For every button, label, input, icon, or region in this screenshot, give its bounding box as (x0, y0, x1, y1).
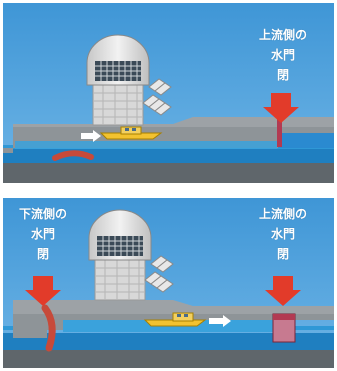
ground-base (3, 163, 334, 183)
panel-1-illustration (3, 3, 334, 183)
staircase (142, 78, 172, 116)
panel-2-illustration (3, 198, 334, 368)
lock-wall (63, 314, 334, 320)
lock-sill (3, 148, 13, 153)
upstream-gate-label: 上流側の 水門 閉 (255, 25, 311, 85)
lock-water (15, 141, 277, 149)
downstream-gate-state: 閉 (36, 247, 49, 261)
staircase (144, 255, 174, 293)
panel-upstream-closed: 上流側の 水門 閉 (3, 3, 334, 183)
control-tower (88, 209, 152, 301)
upstream-gate-line1: 上流側の (258, 207, 307, 221)
upstream-gate-closed (277, 117, 282, 147)
boat (99, 126, 163, 140)
upstream-gate-line1: 上流側の (258, 28, 307, 42)
upstream-gate-line2: 水門 (270, 227, 295, 241)
upstream-gate-state: 閉 (276, 68, 289, 82)
lock-top-deck (13, 300, 334, 314)
upstream-gate-line2: 水門 (270, 48, 295, 62)
upstream-gate-state: 閉 (276, 247, 289, 261)
panel-both-closed: 下流側の 水門 閉 上流側の 水門 閉 (3, 198, 334, 368)
upstream-closed-arrow-icon (263, 93, 299, 123)
downstream-gate-lowered (52, 150, 94, 161)
downstream-gate-line2: 水門 (30, 227, 55, 241)
direction-arrow-icon (209, 315, 231, 327)
upstream-gate-top (273, 314, 295, 320)
boat (143, 312, 207, 327)
downstream-gate-closed (41, 304, 56, 352)
upstream-gate-label: 上流側の 水門 閉 (255, 204, 311, 264)
upstream-closed-arrow-icon (265, 276, 301, 306)
direction-arrow-icon (81, 130, 101, 142)
ground-base (3, 350, 334, 368)
downstream-gate-line1: 下流側の (18, 207, 67, 221)
downstream-closed-arrow-icon (25, 276, 61, 306)
downstream-gate-label: 下流側の 水門 閉 (13, 204, 73, 264)
control-tower (86, 34, 150, 126)
upstream-channel (278, 133, 334, 148)
